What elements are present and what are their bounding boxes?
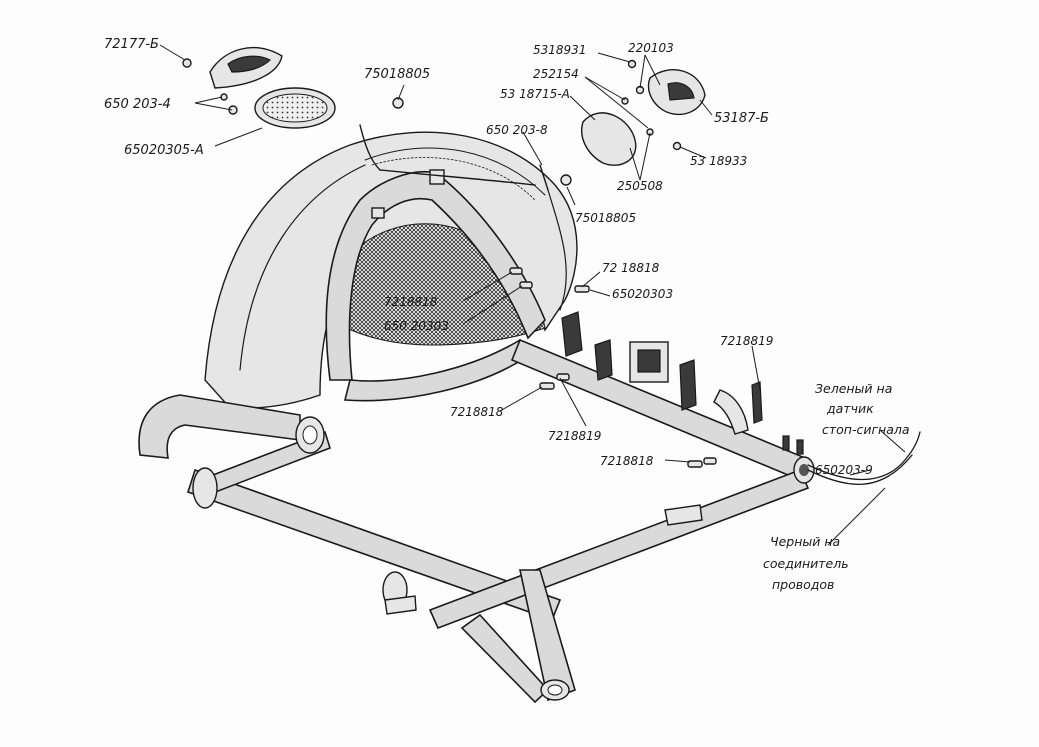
label-7218818-b: 7218818 <box>384 295 438 309</box>
label-7218819-b: 7218819 <box>548 429 601 443</box>
label-65020305a: 65020305-А <box>124 143 204 158</box>
label-7218819-a: 7218819 <box>720 334 773 348</box>
label-5318715a: 53 18715-А <box>500 87 570 101</box>
label-650203-9: 650203-9 <box>815 463 873 477</box>
leader-lines <box>159 44 906 546</box>
label-650203-8: 650 203-8 <box>486 123 548 137</box>
label-5318931: 5318931 <box>533 43 586 57</box>
label-7218818-d: 7218818 <box>600 454 654 468</box>
rear-lamp-left <box>182 47 336 129</box>
label-7218818-c: 7218818 <box>450 405 504 419</box>
black-wire-note-line3: проводов <box>772 577 834 592</box>
green-wire-note-line3: стоп-сигнала <box>822 422 910 437</box>
frame <box>138 338 815 704</box>
part-labels: 72177-Б 650 203-4 65020305-А 75018805 53… <box>104 37 873 477</box>
black-wire-note-line1: Черный на <box>770 534 840 549</box>
label-7218818-a: 72 18818 <box>602 261 660 275</box>
green-wire-note-line2: датчик <box>826 401 874 416</box>
black-wire-note-line2: соединитель <box>763 556 849 571</box>
label-252154: 252154 <box>533 67 579 81</box>
label-75018805-top: 75018805 <box>364 67 430 82</box>
wire-notes: Зеленый на датчик стоп-сигнала Черный на… <box>763 381 910 592</box>
label-220103: 220103 <box>628 41 674 55</box>
label-65020303-a: 65020303 <box>612 287 673 301</box>
label-250508: 250508 <box>617 179 663 193</box>
label-75018805-mid: 75018805 <box>575 211 636 225</box>
wiring-harness <box>359 124 921 485</box>
rail-brackets <box>561 311 804 455</box>
label-53187b: 53187-Б <box>714 111 769 126</box>
label-72177b: 72177-Б <box>104 37 159 52</box>
label-5318933: 53 18933 <box>690 154 747 168</box>
green-wire-note-line1: Зеленый на <box>815 381 892 396</box>
rear-lamp-right <box>392 59 706 186</box>
label-650203-4: 650 203-4 <box>104 97 171 112</box>
label-650-20303-b: 650 20303 <box>384 319 449 333</box>
